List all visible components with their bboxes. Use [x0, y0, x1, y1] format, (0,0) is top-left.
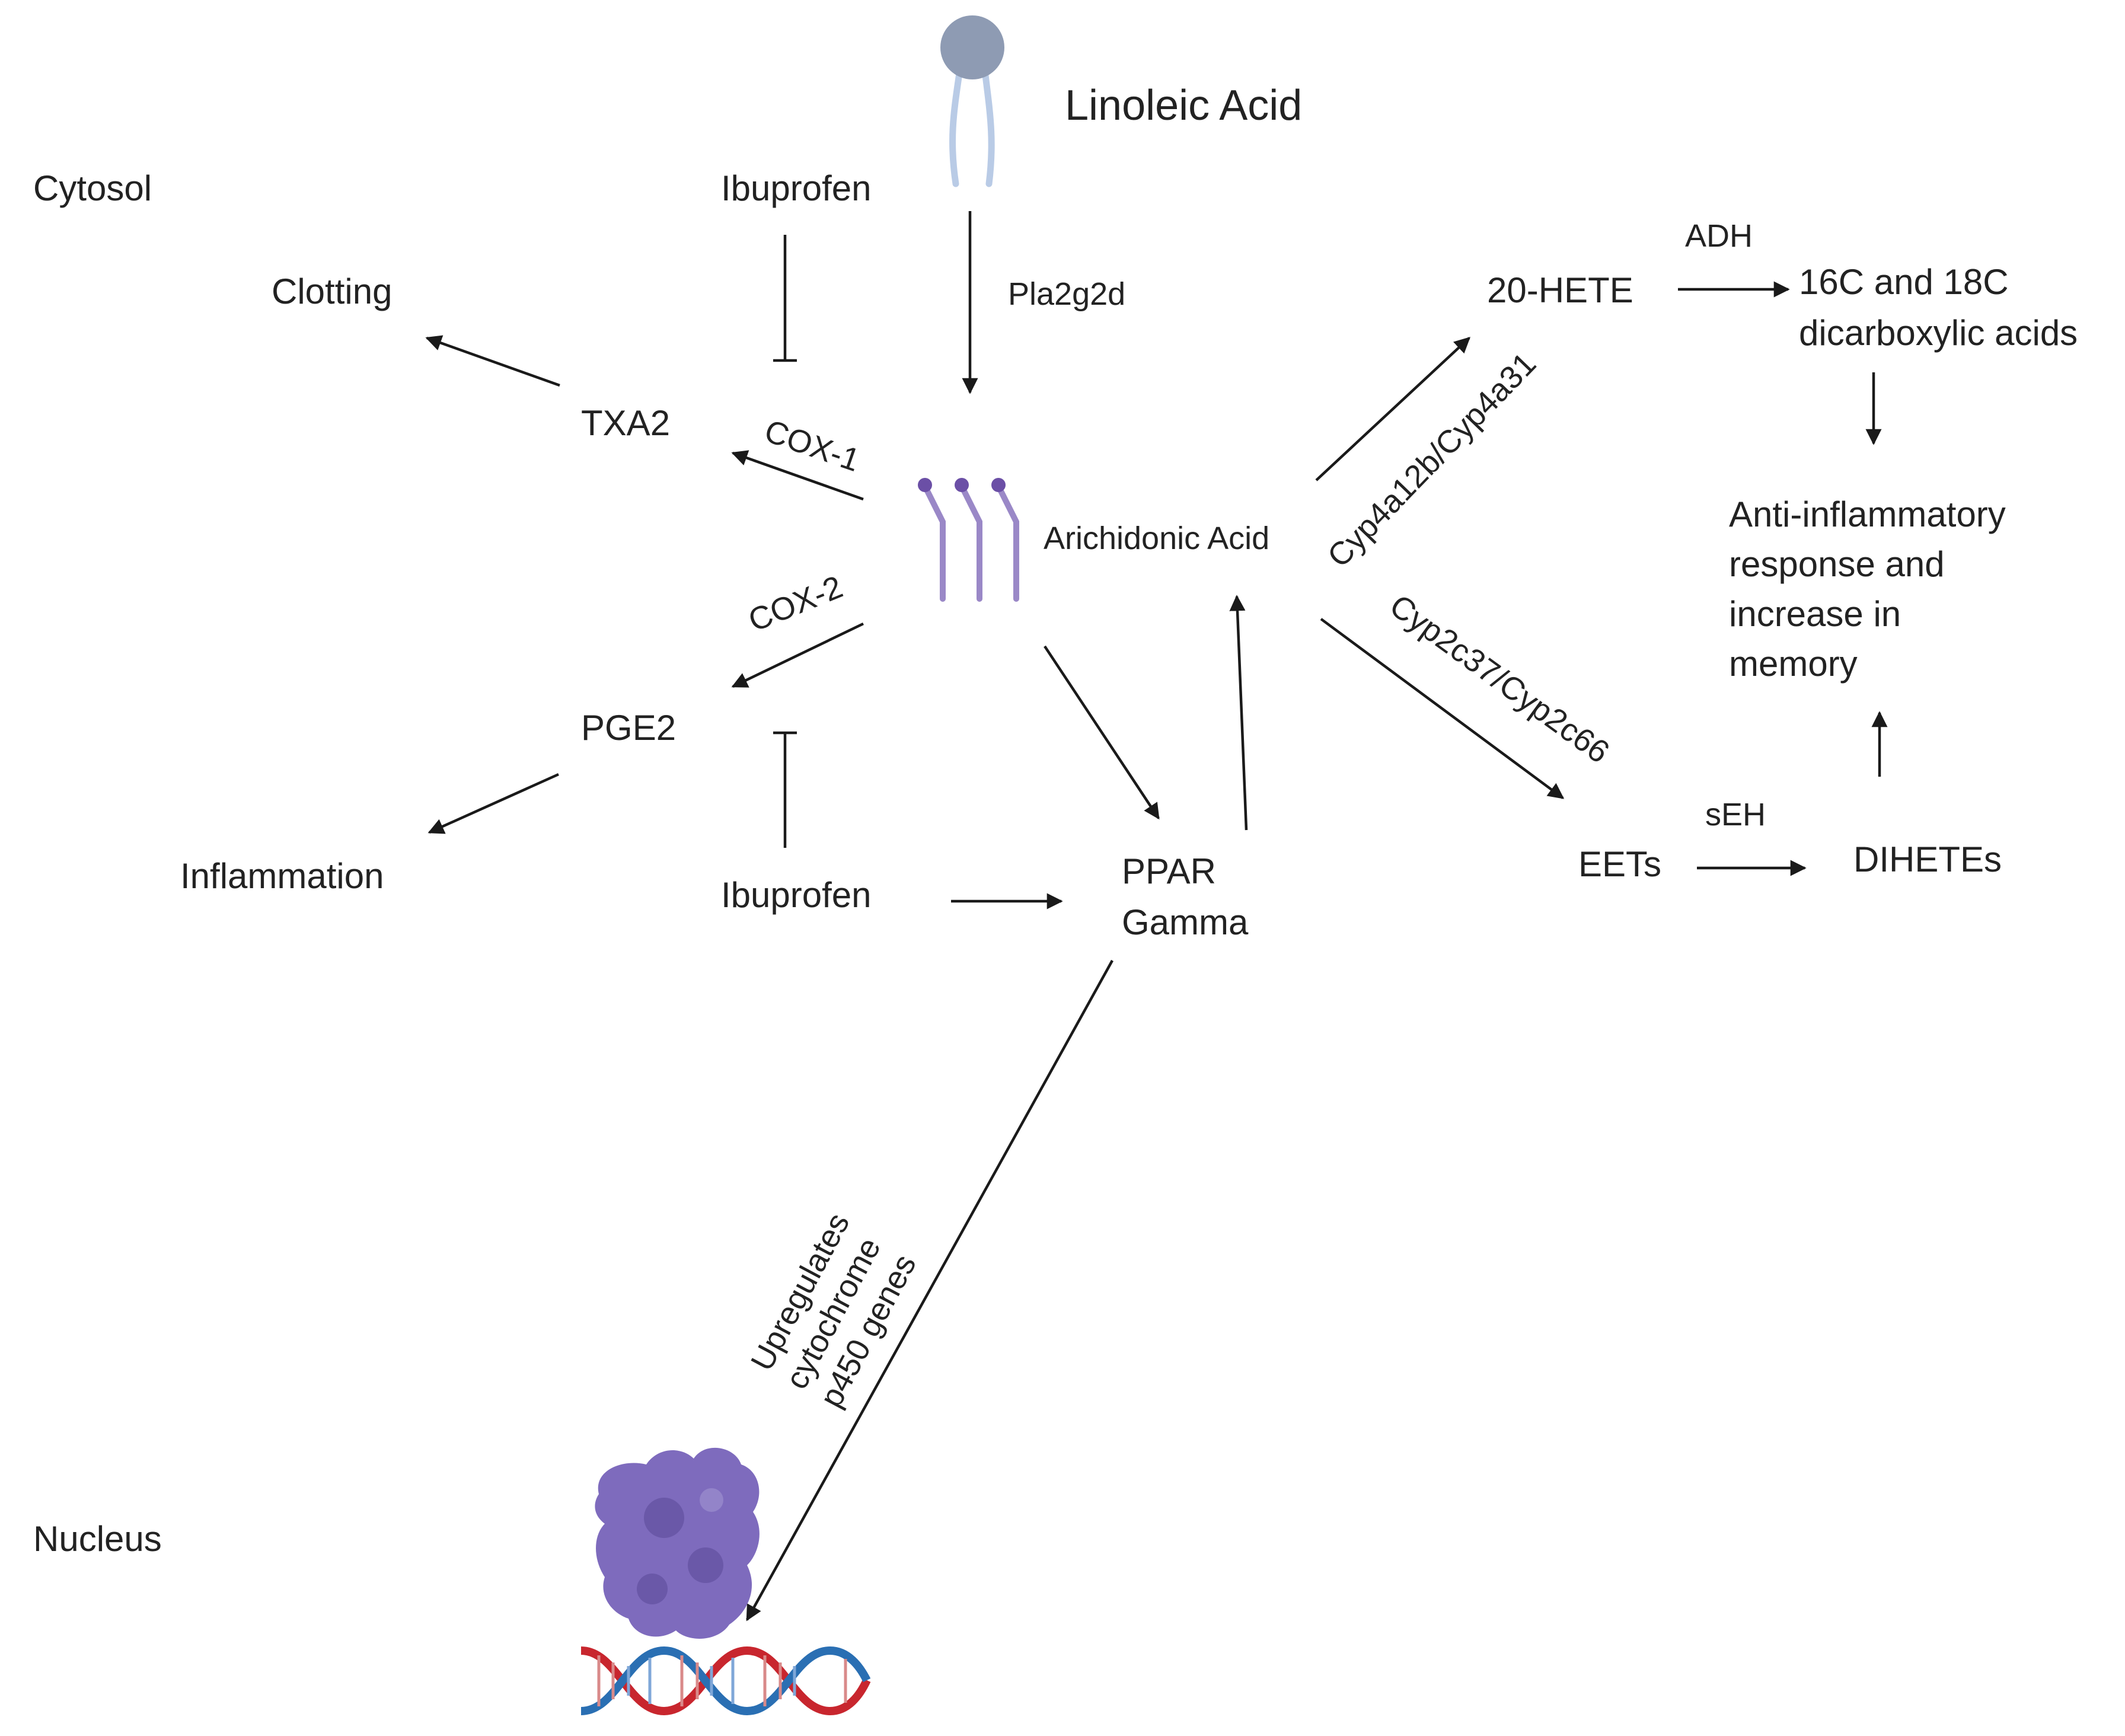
dna-icon — [580, 1646, 871, 1716]
node-inflammation: Inflammation — [180, 856, 384, 896]
node-dicarboxylic-line1: 16C and 18C — [1799, 262, 2009, 302]
edge-label-adh: ADH — [1685, 218, 1753, 254]
node-eets: EETs — [1578, 844, 1661, 884]
node-pge2: PGE2 — [581, 708, 676, 748]
edge-txa2-to-clotting — [425, 335, 560, 387]
node-clotting: Clotting — [272, 272, 392, 311]
node-20-hete: 20-HETE — [1487, 270, 1633, 310]
node-arachidonic-acid: Arichidonic Acid — [1044, 521, 1269, 556]
protein-icon — [595, 1447, 760, 1639]
edge-arachidonic-to-ppar — [1044, 645, 1160, 820]
arachidonic-acid-icon — [918, 478, 1019, 602]
edge-label-seh: sEH — [1705, 797, 1766, 832]
node-anti-inflammatory-line2: response and — [1729, 544, 1945, 584]
edge-label-cyp4a: Cyp4a12b/Cyp4a31 — [1320, 346, 1543, 574]
edge-cox1 — [731, 450, 864, 501]
node-linoleic-acid: Linoleic Acid — [1065, 82, 1302, 129]
edge-cyp4a — [1315, 337, 1470, 481]
lipid-icon — [940, 15, 1004, 187]
region-label-nucleus: Nucleus — [33, 1519, 162, 1559]
node-ibuprofen-top: Ibuprofen — [721, 168, 872, 208]
edge-label-cox2: COX-2 — [744, 569, 848, 639]
node-ibuprofen-bottom: Ibuprofen — [721, 875, 872, 915]
edge-label-pla2g2d: Pla2g2d — [1008, 276, 1125, 312]
node-anti-inflammatory-line4: memory — [1729, 644, 1858, 684]
edge-cyp2c — [1320, 618, 1565, 799]
node-dihetes: DIHETEs — [1853, 840, 2002, 879]
edge-label-cyp2c: Cyp2c37/Cyp2c66 — [1383, 588, 1616, 770]
node-dicarboxylic-line2: dicarboxylic acids — [1799, 313, 2078, 353]
region-label-cytosol: Cytosol — [33, 168, 152, 208]
node-anti-inflammatory-line1: Anti-inflammatory — [1729, 494, 2006, 534]
edge-cox2 — [731, 622, 864, 688]
edge-label-upregulates: Upregulates cytochrome p450 genes — [744, 1207, 923, 1413]
edge-pge2-to-inflammation — [427, 773, 559, 834]
node-ppar-gamma-line1: PPAR — [1122, 851, 1216, 891]
node-anti-inflammatory-line3: increase in — [1729, 594, 1901, 634]
node-txa2: TXA2 — [581, 403, 670, 443]
edge-ppar-to-arachidonic — [1229, 595, 1248, 831]
node-ppar-gamma-line2: Gamma — [1122, 902, 1249, 942]
edge-ppar-to-dna — [746, 959, 1113, 1622]
